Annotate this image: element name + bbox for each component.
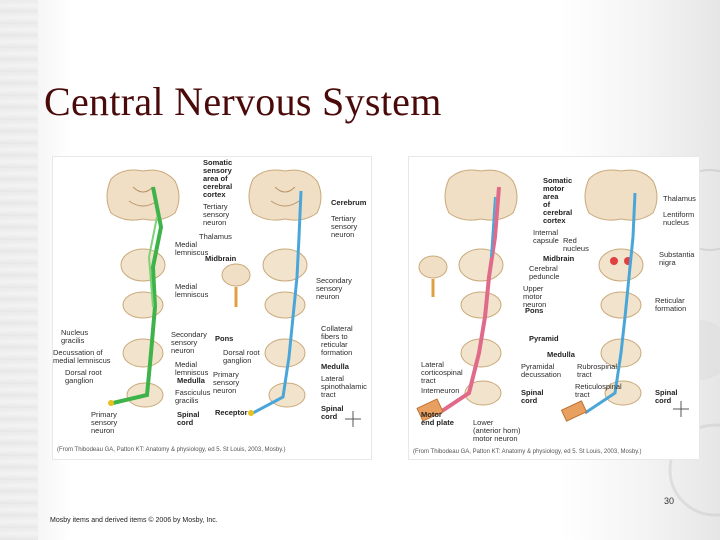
corticospinal-pathway: [437, 186, 501, 415]
extrapyramidal-pathway: [584, 192, 637, 415]
label-spinal-cord-b-right: Spinal cord: [655, 388, 678, 405]
label-fasciculus-gracilis: Fasciculus gracilis: [175, 388, 211, 405]
label-cerebrum: Cerebrum: [331, 198, 367, 207]
label-thalamus-right: Thalamus: [663, 194, 696, 203]
label-midbrain-right: Midbrain: [543, 254, 575, 263]
label-secondary-sensory-neuron-b: Secondary sensory neuron: [171, 330, 207, 355]
brain-section-cerebrum-b: [248, 169, 322, 221]
label-receptor: Receptor: [215, 408, 248, 417]
label-lateral-corticospinal: Lateral corticospinal tract: [421, 360, 463, 385]
left-figure-caption: (From Thibodeau GA, Patton KT: Anatomy &…: [57, 447, 286, 453]
label-pyramid: Pyramid: [529, 334, 559, 343]
label-somatic-motor-area: Somatic motor area of cerebral cortex: [543, 176, 573, 225]
label-medial-lemniscus-c: Medial lemniscus: [175, 360, 209, 377]
label-somatic-sensory-area: Somatic sensory area of cerebral cortex: [203, 158, 233, 199]
cerebellum-thumbnail: [221, 263, 251, 307]
label-lateral-spinothalamic: Lateral spinothalamic tract: [321, 374, 367, 399]
label-tertiary-sensory-neuron-b: Tertiary sensory neuron: [331, 214, 358, 239]
label-lower-motor-neuron: Lower (anterior horn) motor neuron: [473, 418, 521, 443]
label-pons-right: Pons: [525, 306, 544, 315]
label-cerebral-peduncle: Cerebral peduncle: [529, 264, 560, 281]
label-secondary-sensory-neuron-a: Secondary sensory neuron: [316, 276, 352, 301]
label-medial-lemniscus-a: Medial lemniscus: [175, 240, 209, 257]
brain-section-cerebrum-d: [584, 169, 658, 221]
label-primary-sensory-neuron-b: Primary sensory neuron: [91, 410, 118, 435]
label-decussation: Decussation of medial lemniscus: [53, 348, 111, 365]
sensory-pathway-figure: Somatic sensory area of cerebral cortex …: [52, 156, 372, 460]
label-tertiary-sensory-neuron-a: Tertiary sensory neuron: [203, 202, 230, 227]
sensory-pathway-illustration: [106, 169, 361, 427]
label-lentiform-nucleus: Lentiform nucleus: [663, 210, 695, 227]
brain-section-midbrain-a: [120, 248, 166, 282]
label-pons: Pons: [215, 334, 234, 343]
label-dorsal-root-ganglion-b: Dorsal root ganglion: [223, 348, 260, 365]
label-red-nucleus: Red nucleus: [563, 236, 589, 253]
orientation-compass-left: [345, 411, 361, 427]
page-number: 30: [664, 496, 675, 506]
brain-section-pons-a: [122, 291, 164, 319]
label-reticular-formation: Reticular formation: [655, 296, 687, 313]
left-decorative-strip: [0, 0, 38, 540]
label-spinal-cord-b: Spinal cord: [321, 404, 344, 421]
dorsal-column-pathway: [112, 186, 164, 405]
label-internal-capsule: Internal capsule: [533, 228, 559, 245]
label-spinal-cord-a: Spinal cord: [177, 410, 200, 427]
label-dorsal-root-ganglion-a: Dorsal root ganglion: [65, 368, 102, 385]
cerebellum-thumbnail-right: [418, 255, 448, 297]
label-substantia-nigra: Substantia nigra: [659, 250, 695, 267]
label-medulla-a: Medulla: [177, 376, 205, 385]
orientation-compass-right: [673, 401, 689, 417]
label-motor-end-plate: Motor end plate: [421, 410, 454, 427]
copyright-footer: Mosby items and derived items © 2006 by …: [50, 517, 218, 524]
label-midbrain: Midbrain: [205, 254, 237, 263]
label-thalamus: Thalamus: [199, 232, 232, 241]
label-interneuron: Interneuron: [421, 386, 460, 395]
label-medulla-right: Medulla: [547, 350, 575, 359]
label-nucleus-gracilis: Nucleus gracilis: [61, 328, 89, 345]
label-medial-lemniscus-b: Medial lemniscus: [175, 282, 209, 299]
label-medulla-b: Medulla: [321, 362, 349, 371]
right-figure-caption: (From Thibodeau GA, Patton KT: Anatomy &…: [413, 449, 642, 455]
label-upper-motor-neuron: Upper motor neuron: [523, 284, 547, 309]
label-rubrospinal-tract: Rubrospinal tract: [577, 362, 618, 379]
motor-pathway-figure: Somatic motor area of cerebral cortex Th…: [408, 156, 700, 460]
label-pyramidal-decussation: Pyramidal decussation: [521, 362, 562, 379]
spinothalamic-pathway: [252, 190, 303, 415]
brain-section-medulla-a: [122, 338, 164, 368]
label-primary-sensory-neuron-a: Primary sensory neuron: [213, 370, 240, 395]
brain-section-cerebrum-a: [106, 169, 180, 221]
label-collateral-fibers: Collateral fibers to reticular formation: [321, 324, 353, 357]
motor-pathway-illustration: [416, 169, 689, 422]
brain-section-cerebrum-c: [444, 169, 518, 221]
label-reticulospinal-tract: Reticulospinal tract: [575, 382, 622, 399]
label-spinal-cord-a-right: Spinal cord: [521, 388, 544, 405]
slide-title: Central Nervous System: [44, 79, 442, 124]
